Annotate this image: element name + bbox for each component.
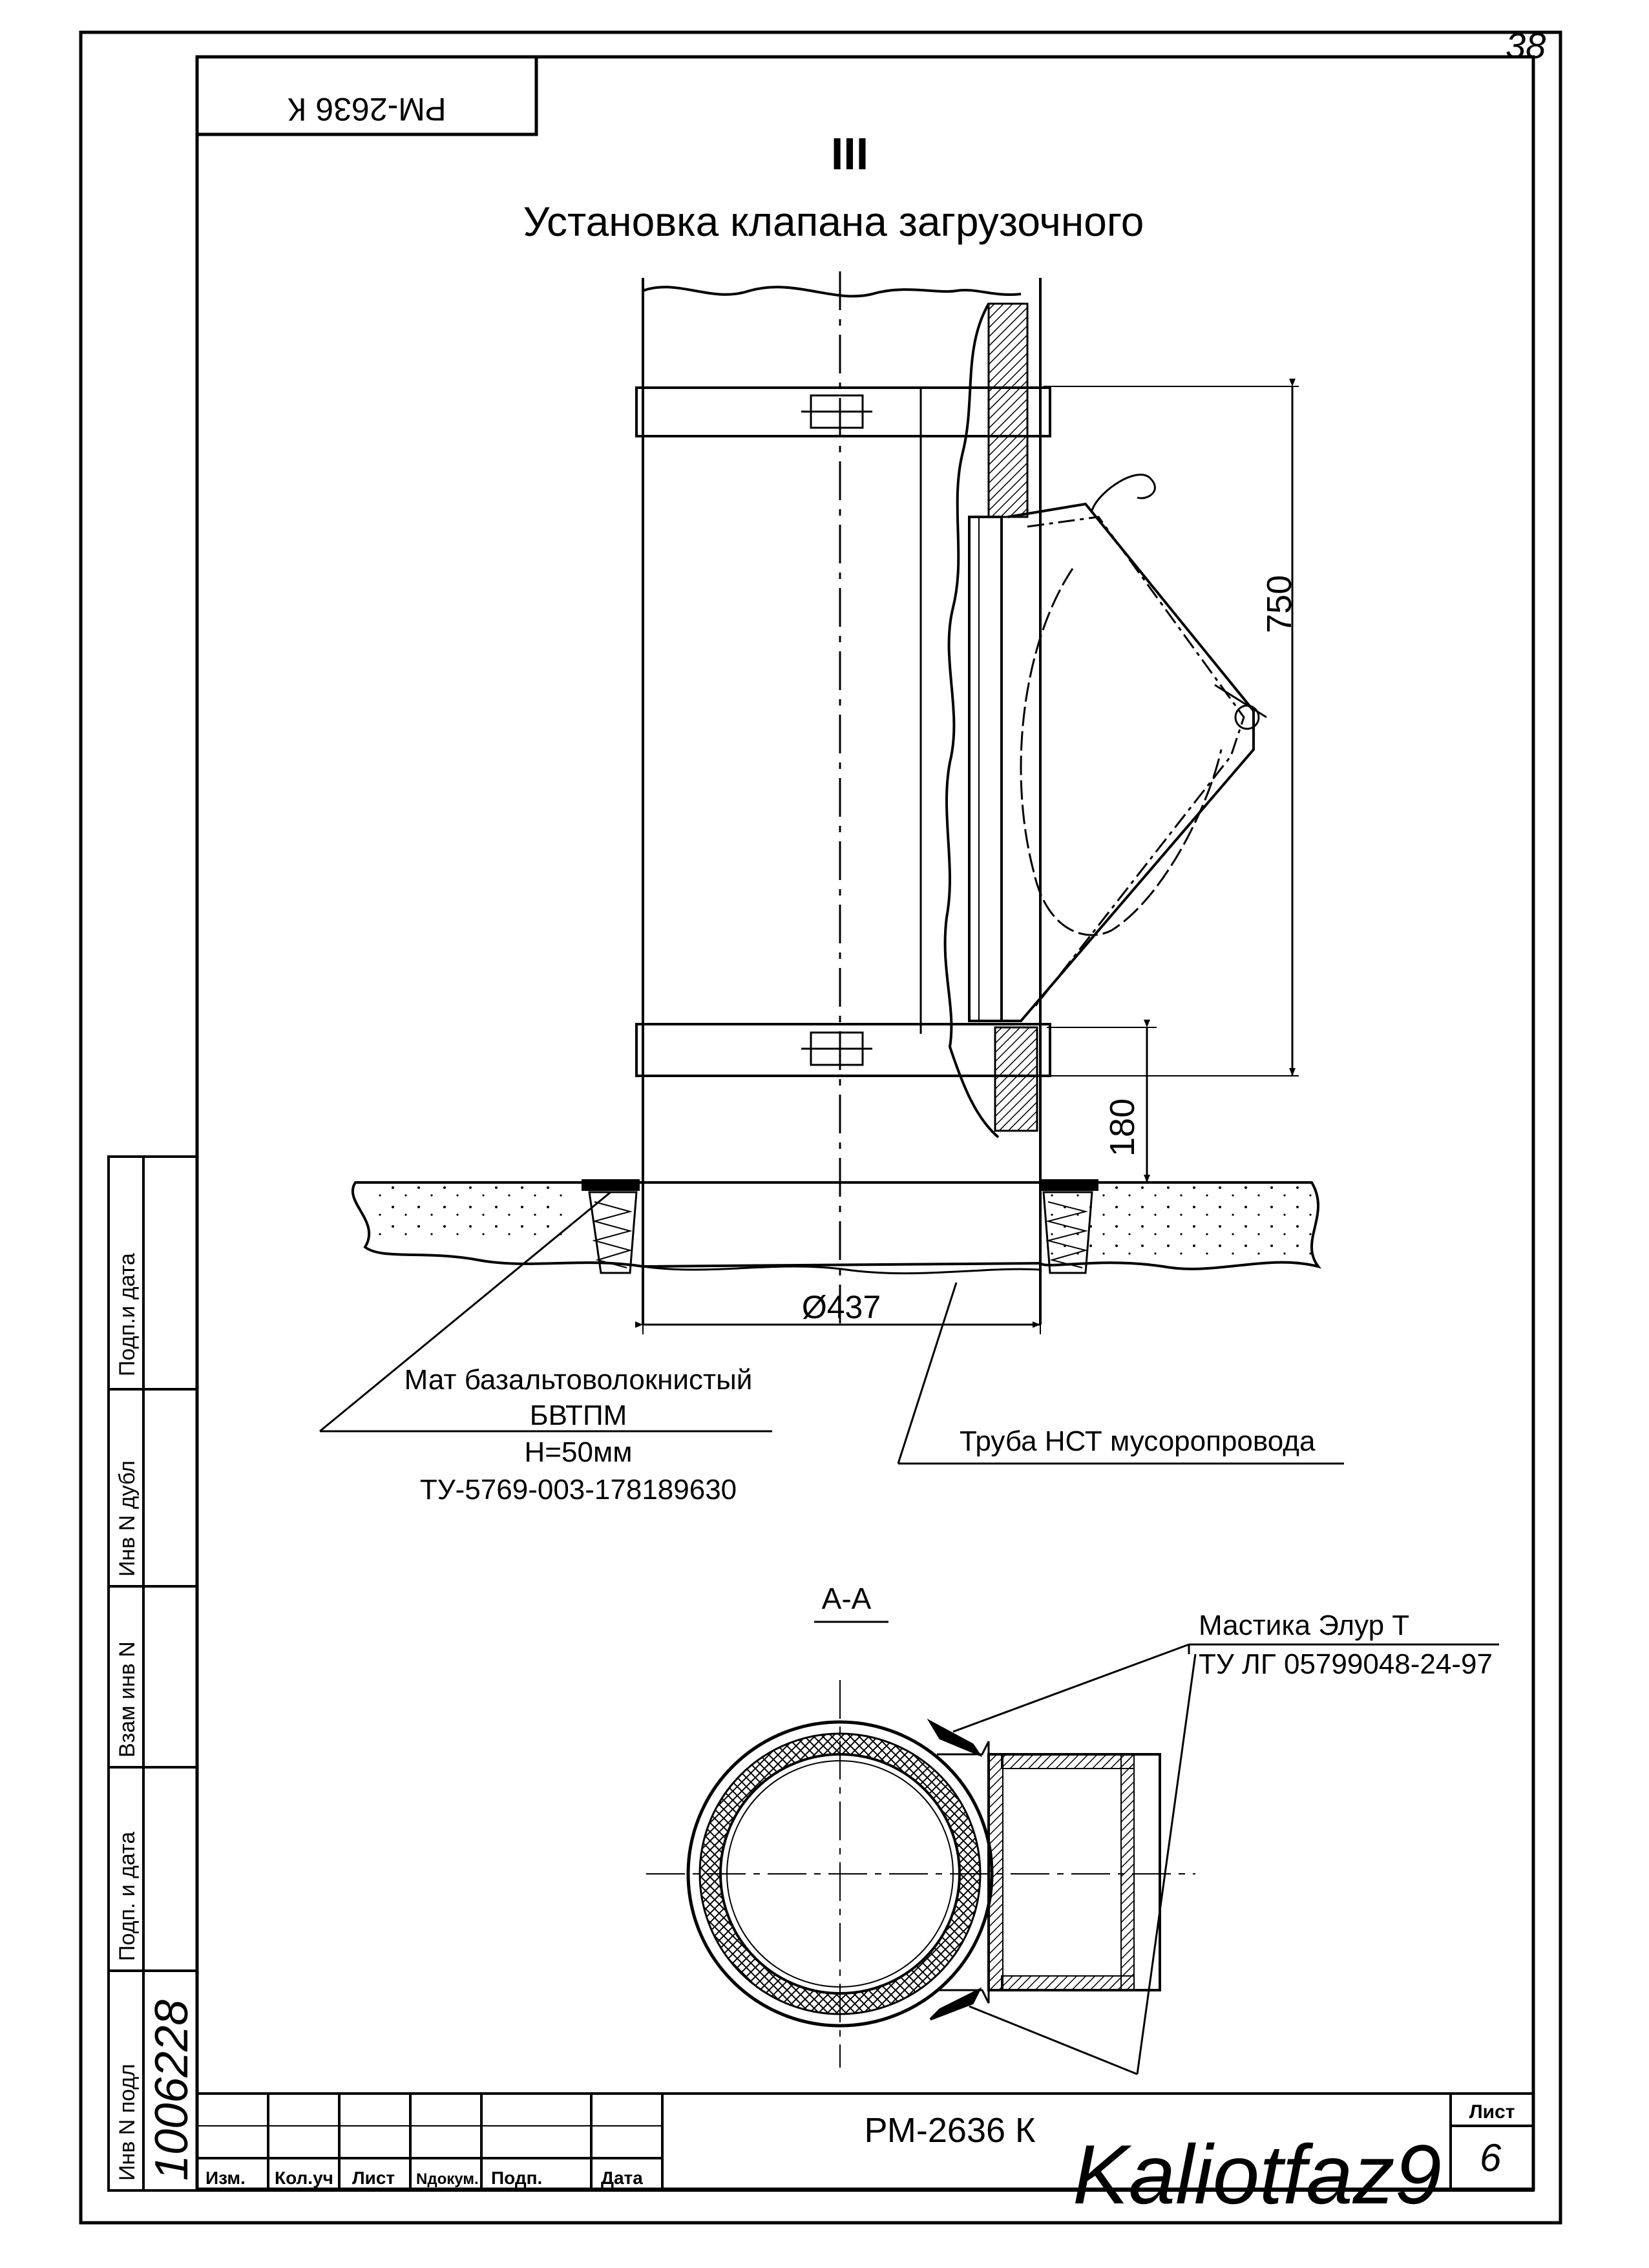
section-label: А-А xyxy=(822,1582,872,1615)
tb-header-change: Изм. xyxy=(205,2168,246,2188)
strip-field-sign-date: Подп.и дата xyxy=(115,1253,140,1376)
tb-sheet-label: Лист xyxy=(1469,2101,1515,2123)
strip-field-orig-inv: Инв N подл xyxy=(115,2064,140,2181)
tb-header-sheet: Лист xyxy=(352,2168,395,2188)
outer-border xyxy=(79,30,1562,2225)
callout-mat-line4: ТУ-5769-003-178189630 xyxy=(420,1474,737,1506)
tb-sheet-number: 6 xyxy=(1480,2136,1502,2179)
rotated-stamp: РМ-2636 К xyxy=(195,55,538,136)
title-block xyxy=(196,2092,1535,2192)
rotated-stamp-code: РМ-2636 К xyxy=(288,91,446,127)
tb-header-sign: Подп. xyxy=(491,2168,542,2188)
tb-header-docnum: Nдокум. xyxy=(416,2170,479,2188)
strip-handwritten-number: 1006228 xyxy=(146,2000,198,2181)
tb-header-qty: Кол.уч xyxy=(275,2168,333,2188)
dim-diameter: Ø437 xyxy=(802,1289,881,1325)
strip-field-dup-inv: Инв N дубл xyxy=(115,1460,140,1577)
callout-mat-line2: БВТПМ xyxy=(530,1400,627,1431)
callout-pipe: Труба НСТ мусоропровода xyxy=(960,1425,1316,1457)
strip-field-sign-date-2: Подп. и дата xyxy=(115,1832,140,1961)
tb-doc-code: РМ-2636 К xyxy=(865,2111,1036,2150)
callout-mat-line1: Мат базальтоволокнистый xyxy=(404,1364,753,1396)
callout-mastic-line2: ТУ ЛГ 05799048-24-97 xyxy=(1199,1648,1493,1680)
drawing-title: Установка клапана загрузочного xyxy=(523,198,1144,245)
tb-signature: Kaliotfaz9 xyxy=(1073,2127,1442,2221)
dim-750: 750 xyxy=(1260,575,1299,633)
dim-180: 180 xyxy=(1103,1098,1142,1157)
callout-mat-line3: Н=50мм xyxy=(525,1436,633,1468)
tb-header-date: Дата xyxy=(601,2168,643,2188)
elevation-view xyxy=(319,271,1344,1465)
section-view xyxy=(646,1643,1197,2075)
strip-field-replace-inv: Взам инв N xyxy=(115,1641,140,1758)
sheet-corner-number: 38 xyxy=(1506,25,1546,66)
callout-mastic-line1: Мастика Элур Т xyxy=(1199,1610,1409,1641)
view-marker: III xyxy=(831,129,868,179)
left-stamp-strip xyxy=(107,1155,198,2192)
inner-frame xyxy=(195,55,1535,2191)
